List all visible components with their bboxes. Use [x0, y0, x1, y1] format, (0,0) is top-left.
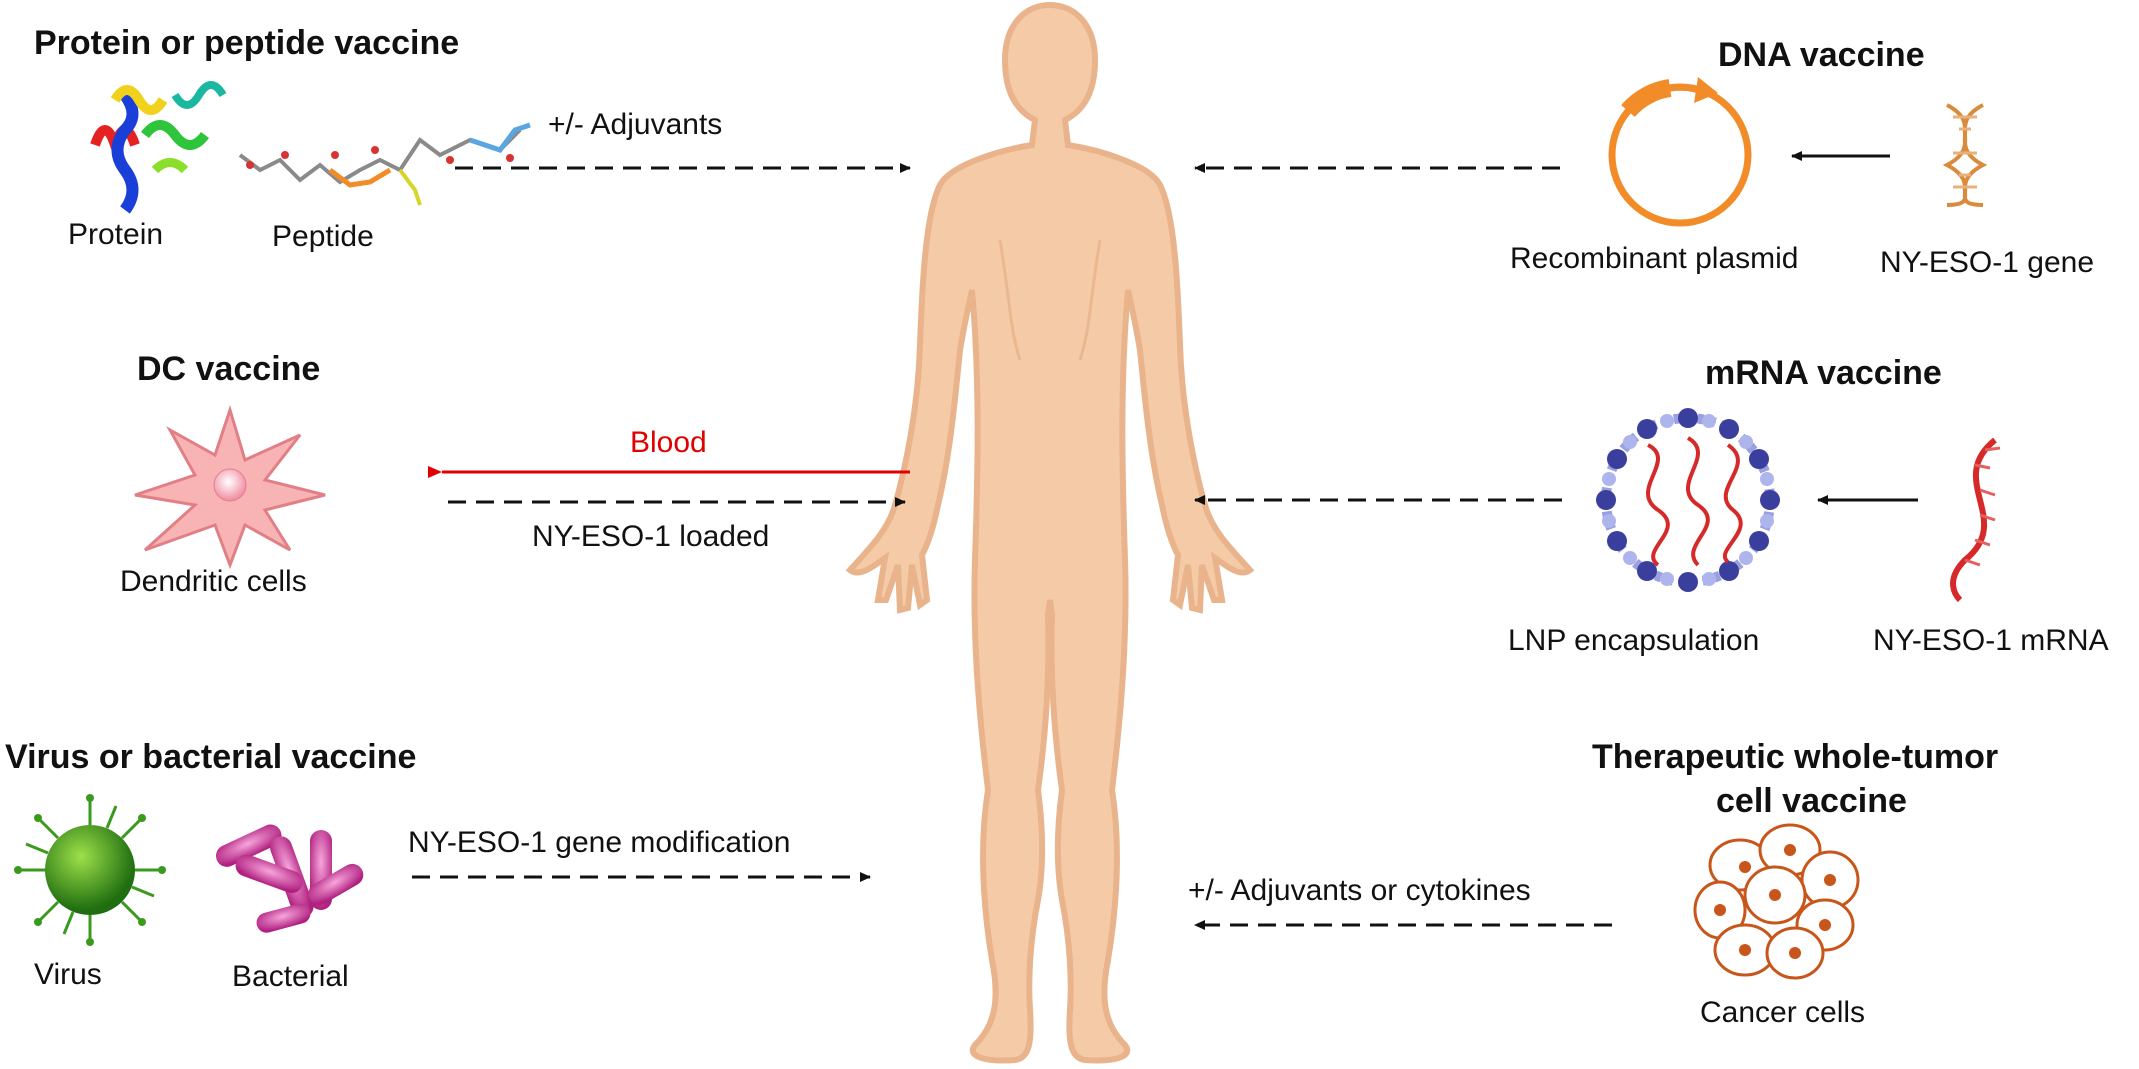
- human-body: [845, 1, 1255, 1064]
- protein-vaccine-title: Protein or peptide vaccine: [34, 24, 460, 62]
- peptide-label: Peptide: [272, 220, 374, 253]
- tumor-vaccine-title-line1: Therapeutic whole-tumor: [1592, 738, 1999, 776]
- adjuvants-label: +/- Adjuvants: [548, 108, 723, 141]
- mrna-vaccine-title: mRNA vaccine: [1705, 354, 1942, 392]
- protein-icon: [90, 81, 227, 214]
- ny-eso-1-mrna-label: NY-ESO-1 mRNA: [1873, 624, 2109, 657]
- peptide-icon: [238, 122, 531, 206]
- body-contour: [998, 239, 1102, 361]
- dendritic-cells-label: Dendritic cells: [120, 565, 307, 598]
- bacterial-label: Bacterial: [232, 960, 349, 993]
- cancer-cells-icon: [1693, 823, 1860, 980]
- virus-label: Virus: [34, 958, 102, 991]
- lnp-icon: [1596, 408, 1780, 592]
- ny-eso-1-loaded-label: NY-ESO-1 loaded: [532, 520, 770, 553]
- dna-helix-icon: [1942, 103, 1988, 207]
- blood-label: Blood: [630, 426, 707, 459]
- recombinant-plasmid-label: Recombinant plasmid: [1510, 242, 1799, 275]
- virus-vaccine-title: Virus or bacterial vaccine: [5, 738, 417, 776]
- gene-modification-label: NY-ESO-1 gene modification: [408, 826, 791, 859]
- arrows: [412, 151, 1918, 930]
- tumor-vaccine-title-line2: cell vaccine: [1716, 782, 1907, 820]
- adjuvants-cytokines-label: +/- Adjuvants or cytokines: [1188, 874, 1531, 907]
- mrna-strand-icon: [1950, 437, 2001, 603]
- dna-vaccine-title: DNA vaccine: [1718, 36, 1925, 74]
- lnp-encapsulation-label: LNP encapsulation: [1508, 624, 1760, 657]
- ny-eso-1-gene-label: NY-ESO-1 gene: [1880, 246, 2095, 279]
- protein-label: Protein: [68, 218, 164, 251]
- plasmid-icon: [1608, 77, 1752, 227]
- dendritic-cell-icon: [134, 405, 326, 570]
- virus-icon: [14, 794, 166, 946]
- cancer-cells-label: Cancer cells: [1700, 996, 1866, 1029]
- body-silhouette: [845, 1, 1255, 1064]
- bacteria-icon: [215, 824, 364, 933]
- dc-vaccine-title: DC vaccine: [137, 350, 321, 388]
